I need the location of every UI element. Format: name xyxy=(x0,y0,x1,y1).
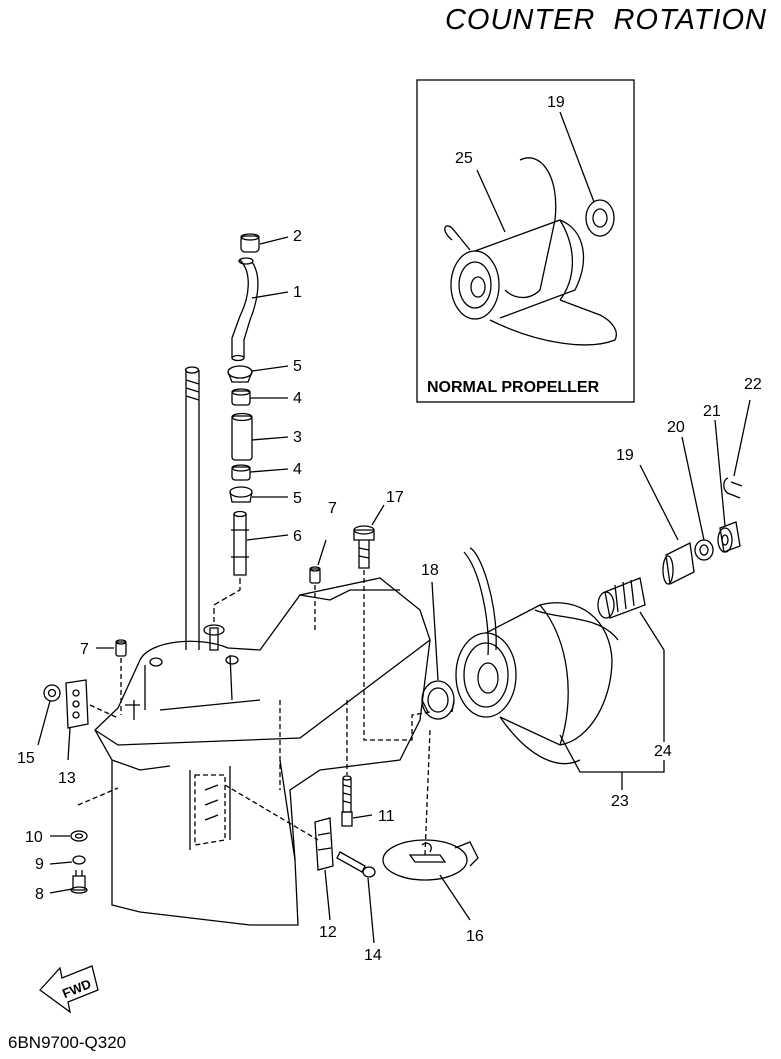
callout-10: 10 xyxy=(25,829,43,846)
leader-5-upper xyxy=(251,365,289,372)
plate-16-path xyxy=(424,729,431,856)
callout-9: 9 xyxy=(35,856,44,873)
document-id: 6BN9700-Q320 xyxy=(8,1033,127,1052)
bolt-8 xyxy=(70,870,88,894)
washer-9 xyxy=(72,855,86,865)
water-pipe-6 xyxy=(231,510,249,576)
leader-1 xyxy=(251,291,289,299)
washer-19 xyxy=(662,542,695,585)
leader-18 xyxy=(431,581,439,681)
callout-12: 12 xyxy=(319,924,337,941)
tube-guide-3 xyxy=(231,412,253,461)
leader-12 xyxy=(324,869,331,921)
grommet-2 xyxy=(240,233,260,253)
leader-4-lower xyxy=(249,468,289,473)
seal-4-upper xyxy=(231,388,251,406)
callout-16: 16 xyxy=(466,928,484,945)
callout-4-upper: 4 xyxy=(293,390,302,407)
callout-3: 3 xyxy=(293,429,302,446)
callout-20: 20 xyxy=(667,419,685,436)
callout-8: 8 xyxy=(35,886,44,903)
callout-7-upper: 7 xyxy=(328,500,337,517)
callout-22: 22 xyxy=(744,376,762,393)
anode-path xyxy=(77,787,119,806)
leader-24 xyxy=(639,611,665,651)
leader-13 xyxy=(67,727,71,761)
bolt-14 xyxy=(336,851,376,878)
leader-16 xyxy=(439,874,471,921)
callout-19-inset: 19 xyxy=(547,94,565,111)
water-tube-1 xyxy=(231,257,259,362)
drive-shaft xyxy=(184,366,200,650)
callout-2: 2 xyxy=(293,228,302,245)
inset-label: NORMAL PROPELLER xyxy=(427,379,600,396)
callout-6: 6 xyxy=(293,528,302,545)
bolt-11 xyxy=(341,775,353,827)
spacer-24 xyxy=(597,577,646,619)
callout-11: 11 xyxy=(378,808,395,825)
inset-washer-19 xyxy=(585,199,615,237)
leader-21 xyxy=(714,419,726,527)
pin-7-lower xyxy=(115,639,127,657)
leader-25 xyxy=(476,169,506,233)
leader-9 xyxy=(49,861,73,865)
callout-13: 13 xyxy=(58,770,76,787)
leader-22 xyxy=(733,399,751,477)
anode-12 xyxy=(314,817,334,871)
leader-8 xyxy=(49,888,73,894)
lower-case xyxy=(94,577,431,926)
thrust-washer-18 xyxy=(421,680,455,720)
inset-frame xyxy=(416,79,635,403)
leader-15 xyxy=(37,700,51,746)
fwd-arrow-icon xyxy=(39,965,99,1014)
callout-5-upper: 5 xyxy=(293,358,302,375)
callout-21: 21 xyxy=(703,403,721,420)
fwd-label: FWD xyxy=(60,976,93,1001)
tube-path-dashed xyxy=(213,578,241,622)
callout-23: 23 xyxy=(611,793,629,810)
leader-20 xyxy=(681,436,705,541)
diagram-title: COUNTER ROTATION xyxy=(444,4,767,36)
leader-14 xyxy=(367,877,375,944)
washer-20 xyxy=(694,539,714,561)
leader-19 xyxy=(639,464,679,541)
nut-15 xyxy=(43,684,61,702)
callout-5-lower: 5 xyxy=(293,490,302,507)
leader-2 xyxy=(259,236,289,245)
leader-3 xyxy=(251,436,289,441)
callout-17: 17 xyxy=(386,489,404,506)
callout-19: 19 xyxy=(616,447,634,464)
callout-25: 25 xyxy=(455,150,473,167)
pin-7-upper xyxy=(309,566,321,584)
callout-24: 24 xyxy=(654,743,672,760)
callout-14: 14 xyxy=(364,947,382,964)
leader-19-inset xyxy=(559,111,595,203)
trim-plate-13 xyxy=(65,679,89,729)
callout-1: 1 xyxy=(293,284,302,301)
leader-6 xyxy=(246,534,289,541)
inset-propeller xyxy=(444,157,617,346)
propeller xyxy=(455,547,619,765)
plate-13-path xyxy=(89,704,119,719)
leader-7-upper xyxy=(317,539,327,566)
grommet-5-upper xyxy=(227,365,253,383)
anode-12-path xyxy=(224,784,319,841)
callout-4-lower: 4 xyxy=(293,461,302,478)
washer-10 xyxy=(70,830,88,842)
callout-15: 15 xyxy=(17,750,35,767)
nut-21 xyxy=(717,521,741,553)
anode-plate-16 xyxy=(382,839,479,881)
bolt-17 xyxy=(353,525,375,569)
cotter-pin-22 xyxy=(723,477,743,499)
bolt-17-path xyxy=(363,570,431,741)
leader-11 xyxy=(352,814,373,819)
seal-4-lower xyxy=(231,464,251,481)
bracket-23 xyxy=(559,734,665,773)
callout-7-lower: 7 xyxy=(80,641,89,658)
leader-17 xyxy=(371,504,385,526)
callout-18: 18 xyxy=(421,562,439,579)
grommet-5-lower xyxy=(229,486,253,503)
